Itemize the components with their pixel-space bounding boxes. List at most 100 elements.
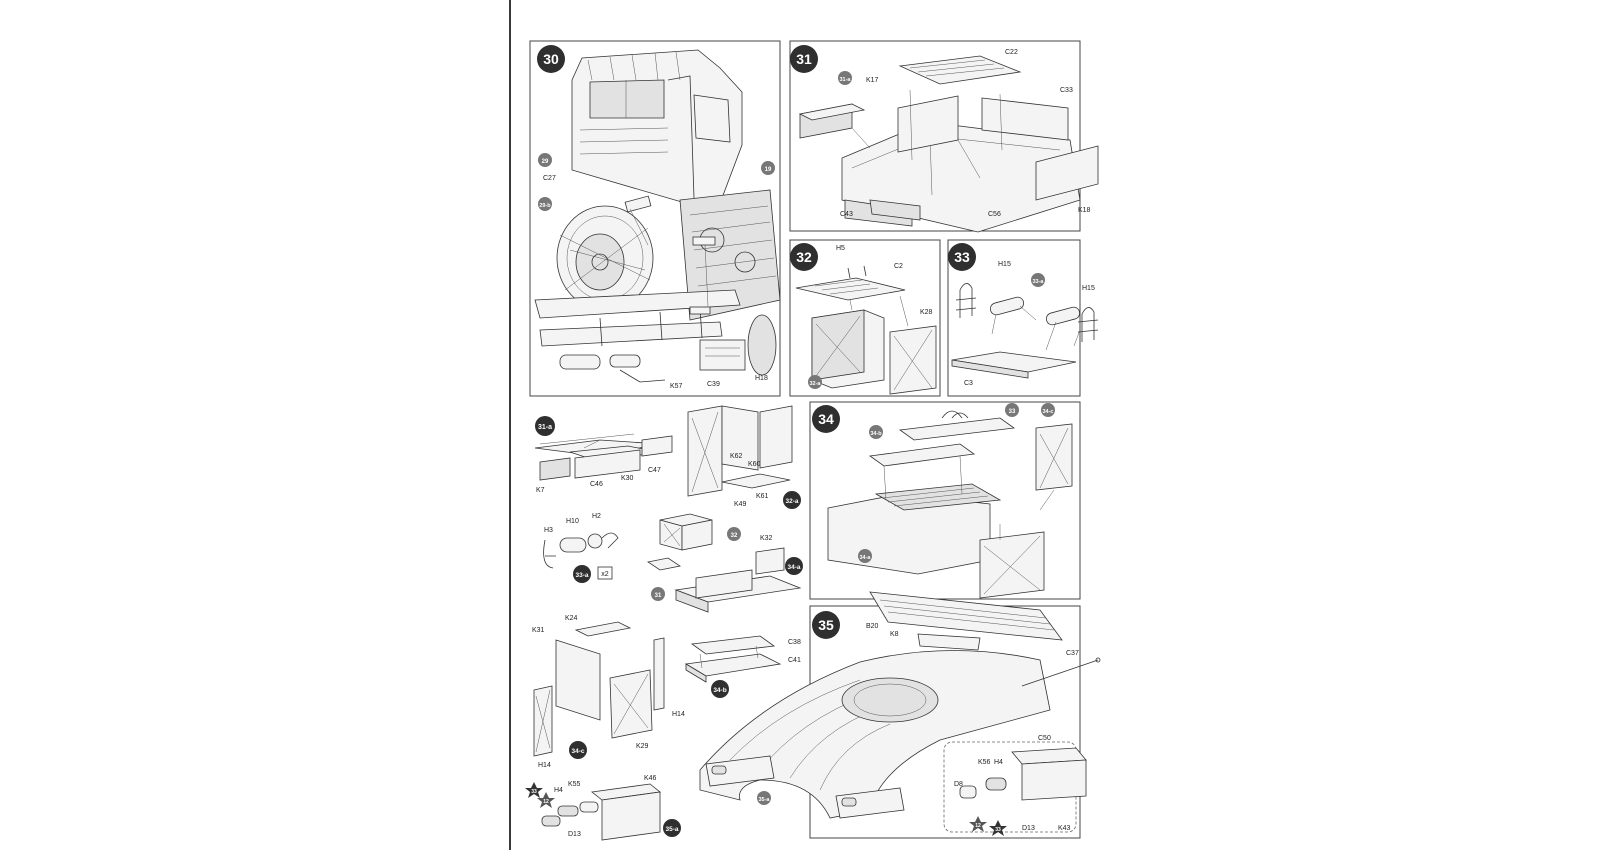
label-H14-left: H14 (538, 762, 551, 769)
step-badge-32: 32 (790, 243, 818, 271)
sub-34-b (684, 635, 782, 683)
step-33-panel (947, 239, 1099, 397)
sub-33-a (543, 532, 619, 569)
label-K49: K49 (734, 501, 747, 508)
sub-badge-32-a-title: 32-a (783, 491, 801, 509)
svg-text:32: 32 (731, 533, 738, 539)
label-C3: C3 (964, 380, 973, 387)
sub-badge-34-c: 34-c (1041, 403, 1055, 417)
svg-text:33: 33 (995, 827, 1001, 833)
svg-text:34-b: 34-b (870, 431, 882, 437)
label-K31: K31 (532, 627, 545, 634)
sub-35-a (541, 783, 661, 841)
label-K29: K29 (636, 743, 649, 750)
label-H10: H10 (566, 518, 579, 525)
paint-star-33-b: 33 (989, 820, 1007, 836)
label-H2: H2 (592, 513, 601, 520)
label-D8: D8 (954, 781, 963, 788)
svg-text:33-a: 33-a (575, 572, 588, 579)
label-C56: C56 (988, 211, 1001, 218)
label-K55: K55 (568, 781, 581, 788)
svg-text:12: 12 (543, 799, 549, 805)
sub-badge-31-a-title: 31-a (535, 416, 555, 436)
svg-text:19: 19 (765, 167, 772, 173)
label-K57: K57 (670, 383, 683, 390)
sub-badge-31-ref: 31 (651, 587, 665, 601)
label-K32: K32 (760, 535, 773, 542)
sub-badge-33-a-title: 33-a (573, 565, 591, 583)
step-31-panel (789, 40, 1099, 233)
sub-badge-35-a-title: 35-a (663, 819, 681, 837)
sub-32-a (687, 405, 793, 497)
label-C37: C37 (1066, 650, 1079, 657)
sub-badge-32-a: 32-a (808, 375, 822, 389)
step-badge-31: 31 (790, 45, 818, 73)
svg-text:32: 32 (796, 249, 812, 265)
sub-badge-19: 19 (761, 161, 775, 175)
step-badge-30: 30 (537, 45, 565, 73)
svg-text:35: 35 (818, 617, 834, 633)
sub-34-a (646, 513, 802, 613)
svg-text:x2: x2 (601, 571, 609, 578)
label-C39: C39 (707, 381, 720, 388)
label-H15-left: H15 (998, 261, 1011, 268)
sub-34-c (533, 621, 665, 757)
sub-badge-34-b: 34-b (869, 425, 883, 439)
label-H18: H18 (755, 375, 768, 382)
sub-badge-31-a-top: 31-a (838, 71, 852, 85)
label-K28: K28 (920, 309, 933, 316)
label-H4-inset: H4 (994, 759, 1003, 766)
label-C33: C33 (1060, 87, 1073, 94)
paint-star-12: 12 (537, 792, 555, 808)
label-K24: K24 (565, 615, 578, 622)
step-30-panel (529, 40, 781, 397)
svg-text:29: 29 (542, 159, 549, 165)
svg-text:33: 33 (531, 789, 537, 795)
svg-text:35-a: 35-a (665, 826, 678, 833)
svg-text:34-c: 34-c (571, 748, 584, 755)
svg-text:34-c: 34-c (1042, 409, 1053, 415)
label-K62: K62 (730, 453, 743, 460)
label-K8: K8 (890, 631, 899, 638)
svg-text:34-b: 34-b (713, 687, 726, 694)
svg-text:32-a: 32-a (785, 498, 798, 505)
paint-star-12-b: 12 (969, 816, 987, 832)
svg-text:32-a: 32-a (809, 381, 821, 387)
step-32-panel (789, 239, 941, 397)
svg-text:34: 34 (818, 411, 834, 427)
step-badge-35: 35 (812, 611, 840, 639)
svg-text:30: 30 (543, 51, 559, 67)
sub-31-a (534, 433, 673, 481)
label-C46: C46 (590, 481, 603, 488)
sub-badge-32-ref: 32 (727, 527, 741, 541)
sub-badge-29-b: 29-b (538, 197, 552, 211)
svg-text:35-a: 35-a (758, 797, 770, 803)
step-35-panel (699, 591, 1101, 839)
svg-text:34-a: 34-a (787, 564, 800, 571)
svg-text:33-a: 33-a (1032, 279, 1044, 285)
svg-text:29-b: 29-b (539, 203, 551, 209)
label-D13-inset: D13 (1022, 825, 1035, 832)
sub-badge-35-a: 35-a (757, 791, 771, 805)
step-34-panel (809, 401, 1081, 600)
svg-text:34-a: 34-a (859, 555, 871, 561)
label-K46: K46 (644, 775, 657, 782)
svg-text:33: 33 (954, 249, 970, 265)
sub-badge-34-a-title: 34-a (785, 557, 803, 575)
sub-badge-34-c-title: 34-c (569, 741, 587, 759)
label-H5: H5 (836, 245, 845, 252)
paint-star-33: 33 (525, 782, 543, 798)
label-C50: C50 (1038, 735, 1051, 742)
label-K61: K61 (756, 493, 769, 500)
svg-text:31: 31 (655, 593, 662, 599)
label-K43: K43 (1058, 825, 1071, 832)
label-K17: K17 (866, 77, 879, 84)
svg-text:31: 31 (796, 51, 812, 67)
svg-text:31-a: 31-a (538, 424, 552, 431)
label-K30: K30 (621, 475, 634, 482)
label-H3: H3 (544, 527, 553, 534)
label-C38: C38 (788, 639, 801, 646)
label-H4-left: H4 (554, 787, 563, 794)
label-C27: C27 (543, 175, 556, 182)
page-edge-line (509, 0, 511, 850)
